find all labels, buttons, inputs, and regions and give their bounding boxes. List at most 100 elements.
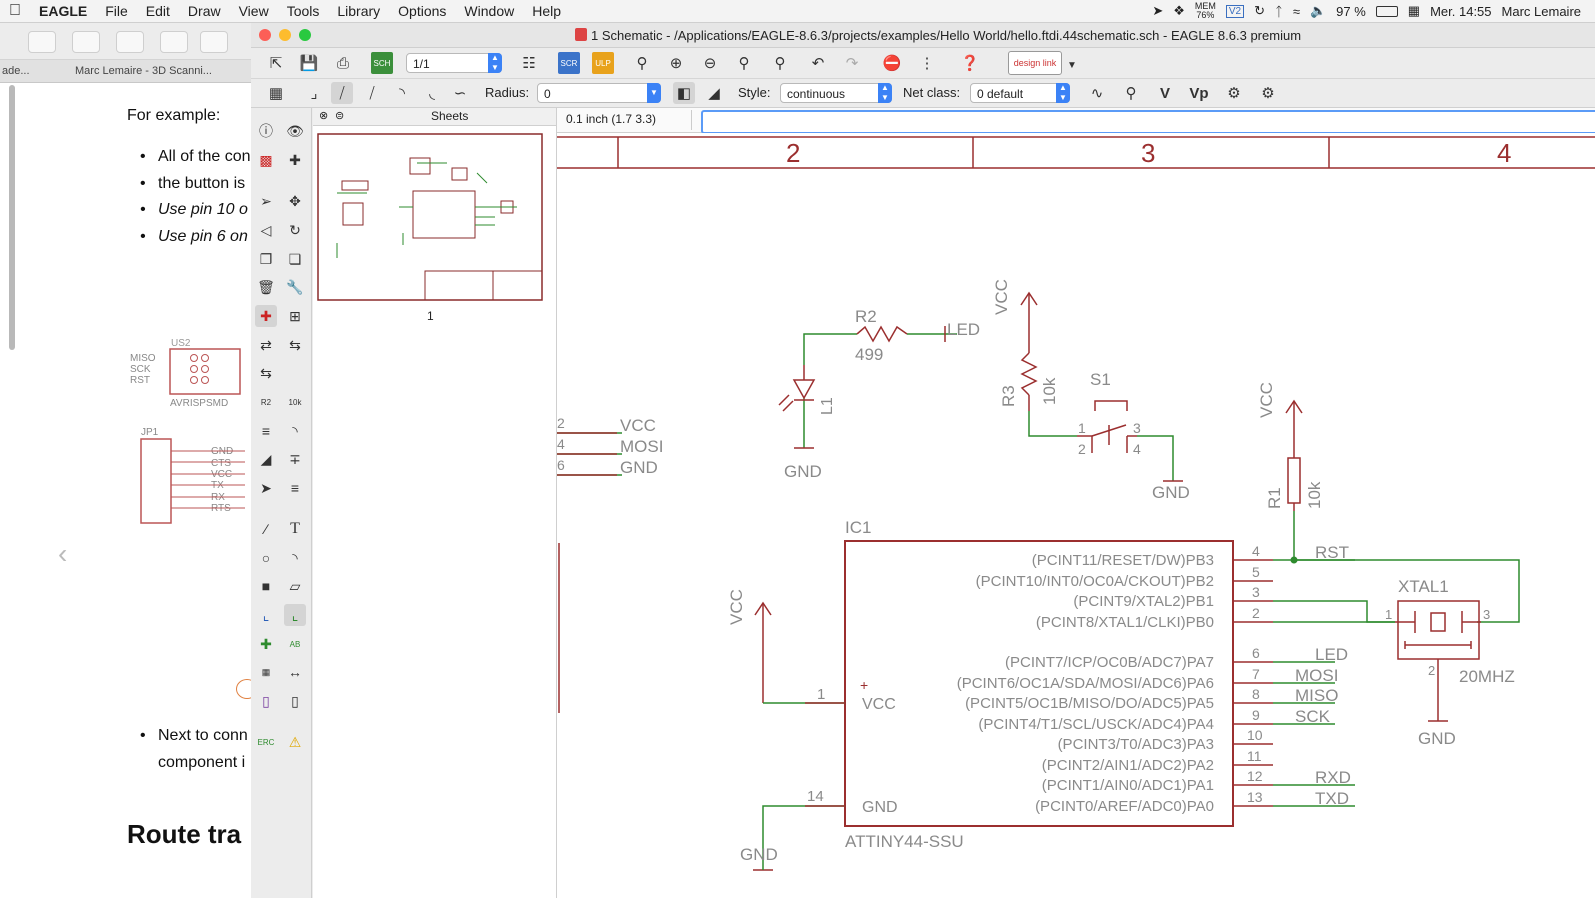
- attribute-icon[interactable]: ▦: [261, 666, 271, 677]
- bend-arc-icon[interactable]: ◝: [399, 85, 405, 102]
- grid-icon[interactable]: ▦: [268, 85, 284, 102]
- sheet-select[interactable]: 1/1 ▲▼: [406, 53, 502, 73]
- browser-scrollbar[interactable]: [9, 85, 15, 350]
- bend-90-icon[interactable]: ⌟: [310, 85, 318, 102]
- help-icon[interactable]: ❓: [960, 55, 980, 72]
- script-icon[interactable]: SCR: [558, 52, 580, 74]
- split-icon[interactable]: ◢: [260, 450, 272, 467]
- location-arrow-icon[interactable]: ➤: [1152, 3, 1164, 18]
- grid-button[interactable]: [116, 31, 144, 53]
- vp-icon[interactable]: Vp: [1189, 84, 1209, 102]
- menu-window[interactable]: Window: [452, 3, 514, 19]
- settings-icon[interactable]: ⚙: [1261, 85, 1275, 102]
- zoom-select-icon[interactable]: ⚲: [738, 55, 750, 72]
- bluetooth-icon[interactable]: ᛏ: [1275, 3, 1283, 19]
- volume-icon[interactable]: 🔈: [1309, 3, 1327, 18]
- browser-tab[interactable]: Marc Lemaire - 3D Scanni...: [75, 65, 212, 77]
- arrange-icon[interactable]: ≡: [290, 480, 300, 496]
- menu-app-name[interactable]: EAGLE: [27, 3, 87, 19]
- bend-45-icon[interactable]: ⧸: [331, 82, 353, 104]
- module-icon[interactable]: ▯: [291, 692, 299, 709]
- label-icon[interactable]: AB: [289, 639, 301, 649]
- minimize-window-button[interactable]: [279, 29, 291, 41]
- prev-arrow-icon[interactable]: ‹: [58, 538, 68, 569]
- paste-icon[interactable]: ❏: [288, 250, 302, 267]
- close-panel-icon[interactable]: ⊗: [319, 110, 329, 122]
- go-icon[interactable]: ⋮: [919, 55, 935, 72]
- rotate-icon[interactable]: ↻: [289, 221, 301, 238]
- menu-help[interactable]: Help: [520, 3, 561, 19]
- sch-brd-switch-icon[interactable]: SCH: [371, 52, 393, 74]
- dropbox-icon[interactable]: ❖: [1173, 3, 1185, 18]
- menu-tools[interactable]: Tools: [274, 3, 320, 19]
- stop-icon[interactable]: ⛔: [882, 55, 902, 72]
- erc-icon[interactable]: ERC: [257, 737, 275, 747]
- print-icon[interactable]: ⎙: [336, 54, 349, 72]
- gateswap-icon[interactable]: ⇆: [289, 336, 301, 353]
- zoom-window-button[interactable]: [299, 29, 311, 41]
- menu-library[interactable]: Library: [325, 3, 380, 19]
- open-icon[interactable]: ⇱: [269, 55, 283, 72]
- replace-icon[interactable]: ⊞: [289, 307, 301, 324]
- move-icon[interactable]: ✥: [289, 192, 301, 209]
- info-button[interactable]: [72, 31, 100, 53]
- mirror-icon[interactable]: ◁: [260, 221, 272, 238]
- voltage-icon[interactable]: V: [1159, 84, 1170, 102]
- redo-icon[interactable]: ↷: [845, 55, 859, 72]
- text-icon[interactable]: T: [290, 520, 300, 537]
- radius-input[interactable]: 0 ▼: [537, 83, 661, 103]
- bend-straight-icon[interactable]: ⧸: [369, 84, 375, 102]
- layers-icon[interactable]: ▩: [259, 151, 273, 168]
- menu-view[interactable]: View: [226, 3, 269, 19]
- flat-cap-icon[interactable]: ◢: [708, 85, 720, 102]
- time-machine-icon[interactable]: ↻: [1254, 3, 1266, 18]
- sheet-number[interactable]: 1: [427, 309, 434, 323]
- smash-icon[interactable]: ≡: [261, 423, 271, 439]
- netclass-select[interactable]: 0 default ▲▼: [970, 83, 1070, 103]
- wifi-icon[interactable]: ≈: [1292, 3, 1300, 19]
- frame-icon[interactable]: ▯: [262, 692, 270, 709]
- memory-indicator[interactable]: MEM 76%: [1195, 2, 1216, 20]
- browser-tab[interactable]: ade...: [2, 65, 30, 77]
- circle-icon[interactable]: ○: [261, 550, 271, 566]
- close-window-button[interactable]: [259, 29, 271, 41]
- dimension-icon[interactable]: ↔: [288, 664, 302, 680]
- ulp-icon[interactable]: ULP: [592, 52, 614, 74]
- line-icon[interactable]: ∕: [264, 521, 268, 537]
- save-icon[interactable]: 💾: [299, 55, 319, 72]
- probe-icon[interactable]: ⚙: [1227, 85, 1241, 102]
- polygon-icon[interactable]: ▱: [289, 577, 301, 594]
- select-icon[interactable]: ➢: [260, 192, 272, 209]
- show-icon[interactable]: 👁: [286, 122, 304, 139]
- wave-icon[interactable]: ∿: [1090, 85, 1104, 102]
- pinswap-icon[interactable]: ⇄: [260, 336, 272, 353]
- slice-icon[interactable]: ➤: [260, 479, 272, 496]
- name-icon[interactable]: R2: [260, 397, 272, 407]
- info-icon[interactable]: ⓘ: [259, 123, 273, 139]
- search-icon[interactable]: ⚲: [1125, 85, 1137, 102]
- edit-button[interactable]: [28, 31, 56, 53]
- invoke-icon[interactable]: ⇆: [260, 364, 272, 381]
- zoom-out-icon[interactable]: ⊖: [703, 55, 717, 72]
- schematic-canvas[interactable]: 2 3 4 2 4 6 VCC MOSI GND: [557, 133, 1595, 898]
- zoom-in-icon[interactable]: ⊕: [669, 55, 683, 72]
- clock[interactable]: Mer. 14:55: [1430, 3, 1492, 19]
- style-select[interactable]: continuous ▲▼: [780, 83, 892, 103]
- junction-icon[interactable]: ✚: [260, 635, 272, 652]
- menu-file[interactable]: File: [93, 3, 128, 19]
- zoom-fit-icon[interactable]: ⚲: [636, 55, 648, 72]
- dropdown-arrow-icon[interactable]: ▼: [1067, 59, 1077, 71]
- undo-icon[interactable]: ↶: [811, 55, 825, 72]
- mark-icon[interactable]: ✚: [289, 151, 301, 168]
- optimize-icon[interactable]: ∓: [289, 450, 301, 467]
- apple-icon[interactable]: : [0, 0, 30, 22]
- menu-options[interactable]: Options: [386, 3, 446, 19]
- delete-icon[interactable]: 🗑: [257, 278, 275, 295]
- add-part-icon[interactable]: ✚: [255, 305, 277, 327]
- change-icon[interactable]: 🔧: [286, 278, 304, 295]
- arc-icon[interactable]: ◝: [292, 549, 298, 566]
- menu-draw[interactable]: Draw: [175, 3, 221, 19]
- value-icon[interactable]: 10k: [288, 397, 302, 407]
- float-panel-icon[interactable]: ⊜: [335, 110, 345, 122]
- bend-round-icon[interactable]: ◟: [429, 85, 435, 102]
